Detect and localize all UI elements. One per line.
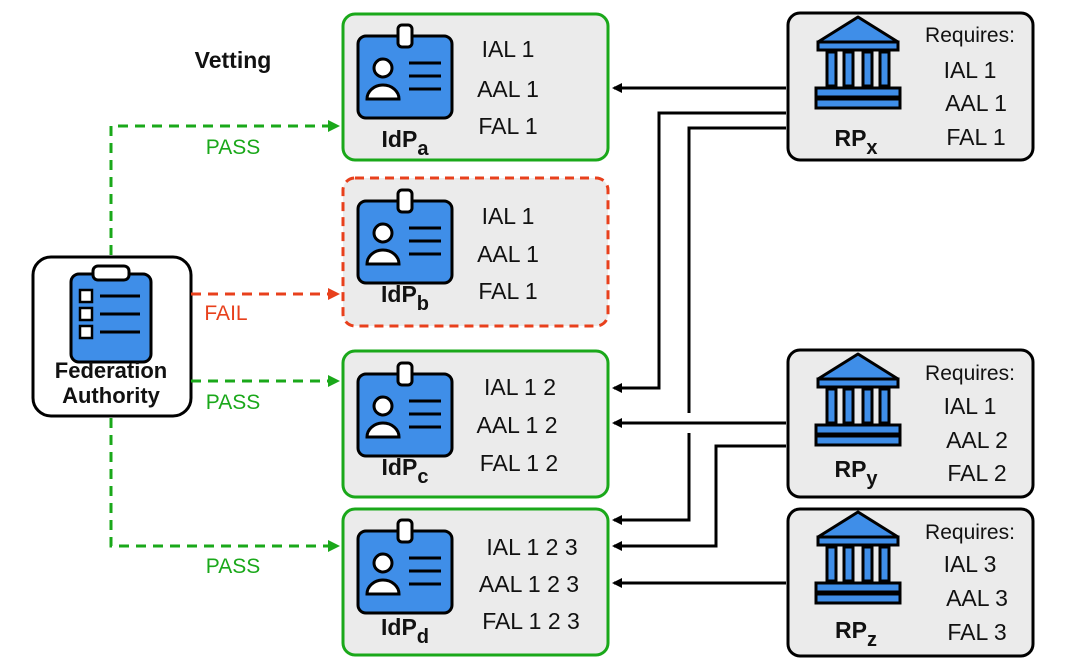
rp-z-requires-label: Requires: [925, 521, 1015, 544]
rp-connections [612, 83, 786, 588]
rp-y-ial: IAL 1 [944, 393, 997, 419]
rp-x-to-idp-c-arrow [612, 111, 786, 393]
clipboard-checklist-icon [69, 264, 153, 364]
rp-y-box: RPy Requires: IAL 1 AAL 2 FAL 2 [786, 348, 1035, 499]
id-card-icon [356, 361, 454, 458]
idp-a-box: IdPa IAL 1 AAL 1 FAL 1 [341, 12, 610, 162]
federation-authority: Federation Authority [31, 255, 193, 418]
rp-z-ial: IAL 3 [944, 551, 997, 577]
rp-z-box: RPz Requires: IAL 3 AAL 3 FAL 3 [786, 507, 1035, 658]
rp-z-aal: AAL 3 [946, 585, 1008, 611]
rp-x-aal: AAL 1 [945, 90, 1007, 116]
id-card-icon [356, 23, 454, 120]
idp-d-ial: IAL 1 2 3 [486, 534, 577, 560]
rp-x-name: RPx [834, 125, 877, 159]
rp-y-aal: AAL 2 [946, 427, 1008, 453]
idp-c-name: IdPc [382, 454, 429, 488]
vetting-arrow-a [109, 120, 340, 255]
vetting-arrow-d [109, 418, 340, 552]
rp-x-fal: FAL 1 [946, 124, 1005, 150]
idp-a-name: IdPa [382, 126, 430, 160]
authority-title-line2: Authority [62, 383, 161, 408]
rp-x-ial: IAL 1 [944, 57, 997, 83]
vetting-result-c: PASS [206, 391, 260, 414]
rp-x-box: RPx Requires: IAL 1 AAL 1 FAL 1 [786, 11, 1035, 162]
idp-c-box: IdPc IAL 1 2 AAL 1 2 FAL 1 2 [341, 349, 610, 499]
vetting-result-d: PASS [206, 555, 260, 578]
idp-a-aal: AAL 1 [477, 76, 539, 102]
authority-title-line1: Federation [55, 358, 167, 383]
rp-x-to-idp-d-arrow [612, 433, 691, 525]
idp-b-aal: AAL 1 [477, 241, 539, 267]
idp-a-fal: FAL 1 [478, 113, 537, 139]
vetting-label: Vetting [195, 47, 272, 73]
vetting-result-a: PASS [206, 136, 260, 159]
rp-z-name: RPz [835, 617, 877, 651]
rp-y-fal: FAL 2 [947, 460, 1006, 486]
idp-d-fal: FAL 1 2 3 [482, 608, 580, 634]
idp-d-name: IdPd [381, 614, 429, 648]
rp-x-requires-label: Requires: [925, 24, 1015, 47]
idp-c-aal: AAL 1 2 [477, 412, 558, 438]
idp-d-box: IdPd IAL 1 2 3 AAL 1 2 3 FAL 1 2 3 [341, 507, 610, 657]
idp-c-fal: FAL 1 2 [480, 450, 558, 476]
id-card-icon [356, 518, 454, 615]
idp-b-name: IdPb [381, 281, 429, 315]
vetting-result-b: FAIL [204, 302, 247, 325]
id-card-icon [356, 188, 454, 285]
idp-c-ial: IAL 1 2 [484, 374, 556, 400]
idp-a-ial: IAL 1 [482, 36, 535, 62]
idp-b-box: IdPb IAL 1 AAL 1 FAL 1 [341, 176, 610, 328]
idp-b-ial: IAL 1 [482, 203, 535, 229]
rp-y-requires-label: Requires: [925, 362, 1015, 385]
idp-b-fal: FAL 1 [478, 278, 537, 304]
rp-y-name: RPy [834, 456, 878, 490]
rp-z-fal: FAL 3 [947, 619, 1006, 645]
rp-x-to-idp-d-line-upper [687, 126, 786, 413]
vetting-arrows [109, 120, 340, 552]
rp-y-to-idp-d-arrow [612, 444, 786, 551]
idp-d-aal: AAL 1 2 3 [479, 571, 579, 597]
